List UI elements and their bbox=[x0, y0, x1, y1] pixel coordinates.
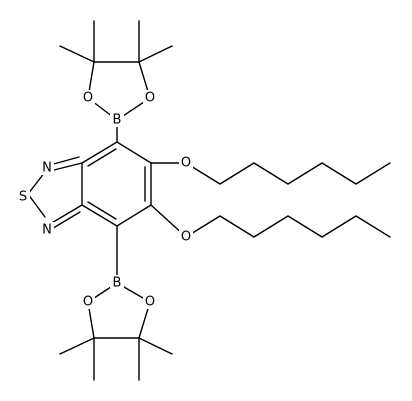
bond-c6-c1 bbox=[81, 141, 118, 164]
bond-n2-c5-double-2 bbox=[49, 211, 81, 231]
methyl-bottom-4 bbox=[138, 337, 173, 355]
atom-o-hexyloxy-top: O bbox=[181, 156, 191, 171]
bond-c6-n1-double bbox=[49, 162, 83, 172]
bond-c6-n1-double-2 bbox=[49, 156, 80, 166]
bond-c4-c5-double bbox=[87, 201, 117, 220]
atom-o-bottom-right: O bbox=[145, 295, 155, 310]
hexyl-chain-bottom bbox=[185, 215, 391, 238]
atom-n1: N bbox=[42, 161, 52, 176]
thiadiazole-ring bbox=[27, 156, 83, 231]
bond-c3-c4 bbox=[116, 204, 152, 227]
methyl-top-1 bbox=[59, 45, 95, 63]
bond-c1-c2 bbox=[116, 141, 152, 164]
bond-c6-c1-double bbox=[87, 148, 117, 167]
atom-n2: N bbox=[42, 223, 52, 238]
atom-o-hexyloxy-bottom: O bbox=[181, 230, 191, 245]
bond-s-n2 bbox=[27, 193, 46, 218]
hexyl-chain-top bbox=[185, 162, 391, 185]
atom-b-bottom: B bbox=[113, 276, 122, 291]
atom-o-top-right: O bbox=[145, 91, 155, 106]
bond-n2-c5-double bbox=[49, 204, 83, 225]
atom-o-top-left: O bbox=[83, 91, 93, 106]
benzene-ring bbox=[81, 141, 152, 227]
atom-s: S bbox=[19, 190, 27, 205]
atom-b-top: B bbox=[113, 113, 122, 128]
methyl-top-4 bbox=[138, 45, 173, 63]
bond-n1-s bbox=[27, 171, 46, 195]
methyl-bottom-1 bbox=[59, 337, 95, 355]
atom-labels: N S N O O B O O B O O bbox=[16, 90, 193, 310]
atom-o-bottom-left: O bbox=[83, 295, 93, 310]
bond-c4-c5 bbox=[81, 204, 118, 227]
